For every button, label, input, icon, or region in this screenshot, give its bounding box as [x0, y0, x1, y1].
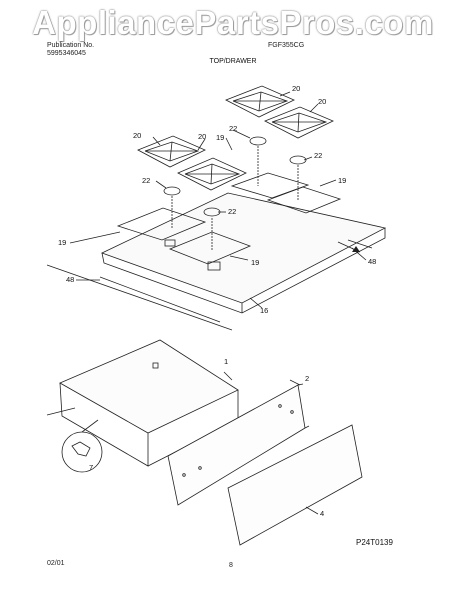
- burner-cap-rear-right: [289, 155, 307, 165]
- grate-rear-right: [264, 106, 334, 139]
- cooktop-panel: [100, 192, 387, 304]
- burner-pan-front-right: [168, 231, 252, 265]
- grate-rear-left: [225, 85, 295, 118]
- callout-7: 7: [89, 463, 94, 472]
- callout-20: 20: [292, 84, 301, 93]
- drawer-roller: [61, 431, 103, 473]
- callout-20: 20: [133, 131, 142, 140]
- drawer-handle-panel: [227, 424, 363, 546]
- callout-20: 20: [318, 97, 327, 106]
- callout-48: 48: [368, 257, 377, 266]
- footer-date: 02/01: [47, 560, 65, 567]
- callout-4: 4: [320, 509, 325, 518]
- drawer-body: [59, 339, 239, 434]
- burner-cap-left: [163, 186, 181, 196]
- watermark-logo: AppliancePartsPros.com: [32, 4, 434, 41]
- section-title: TOP/DRAWER: [209, 58, 257, 65]
- callout-48: 48: [66, 275, 75, 284]
- callout-20: 20: [198, 132, 207, 141]
- callout-1: 1: [224, 357, 229, 366]
- callout-22: 22: [314, 151, 323, 160]
- grate-front-left: [137, 135, 206, 168]
- callout-19: 19: [251, 258, 260, 267]
- callout-19: 19: [58, 238, 67, 247]
- grate-front-right: [177, 157, 247, 191]
- model-number: FGF355CG: [268, 42, 305, 49]
- burner-pan-rear-left: [230, 172, 310, 199]
- callout-16: 16: [260, 306, 269, 315]
- callout-19: 19: [338, 176, 347, 185]
- burner-pan-rear-right: [266, 186, 342, 214]
- footer-page-number: 8: [229, 562, 233, 569]
- burner-cap-rear-left: [249, 136, 267, 146]
- callout-22: 22: [229, 124, 238, 133]
- publication-label: Publication No.: [47, 42, 95, 49]
- callout-2: 2: [305, 374, 310, 383]
- callout-22: 22: [228, 207, 237, 216]
- callout-19: 19: [216, 133, 225, 142]
- publication-number: 5995346045: [47, 50, 86, 57]
- burner-pan-front-left: [116, 207, 207, 241]
- plate-id: P24T0139: [356, 538, 393, 547]
- callout-22: 22: [142, 176, 151, 185]
